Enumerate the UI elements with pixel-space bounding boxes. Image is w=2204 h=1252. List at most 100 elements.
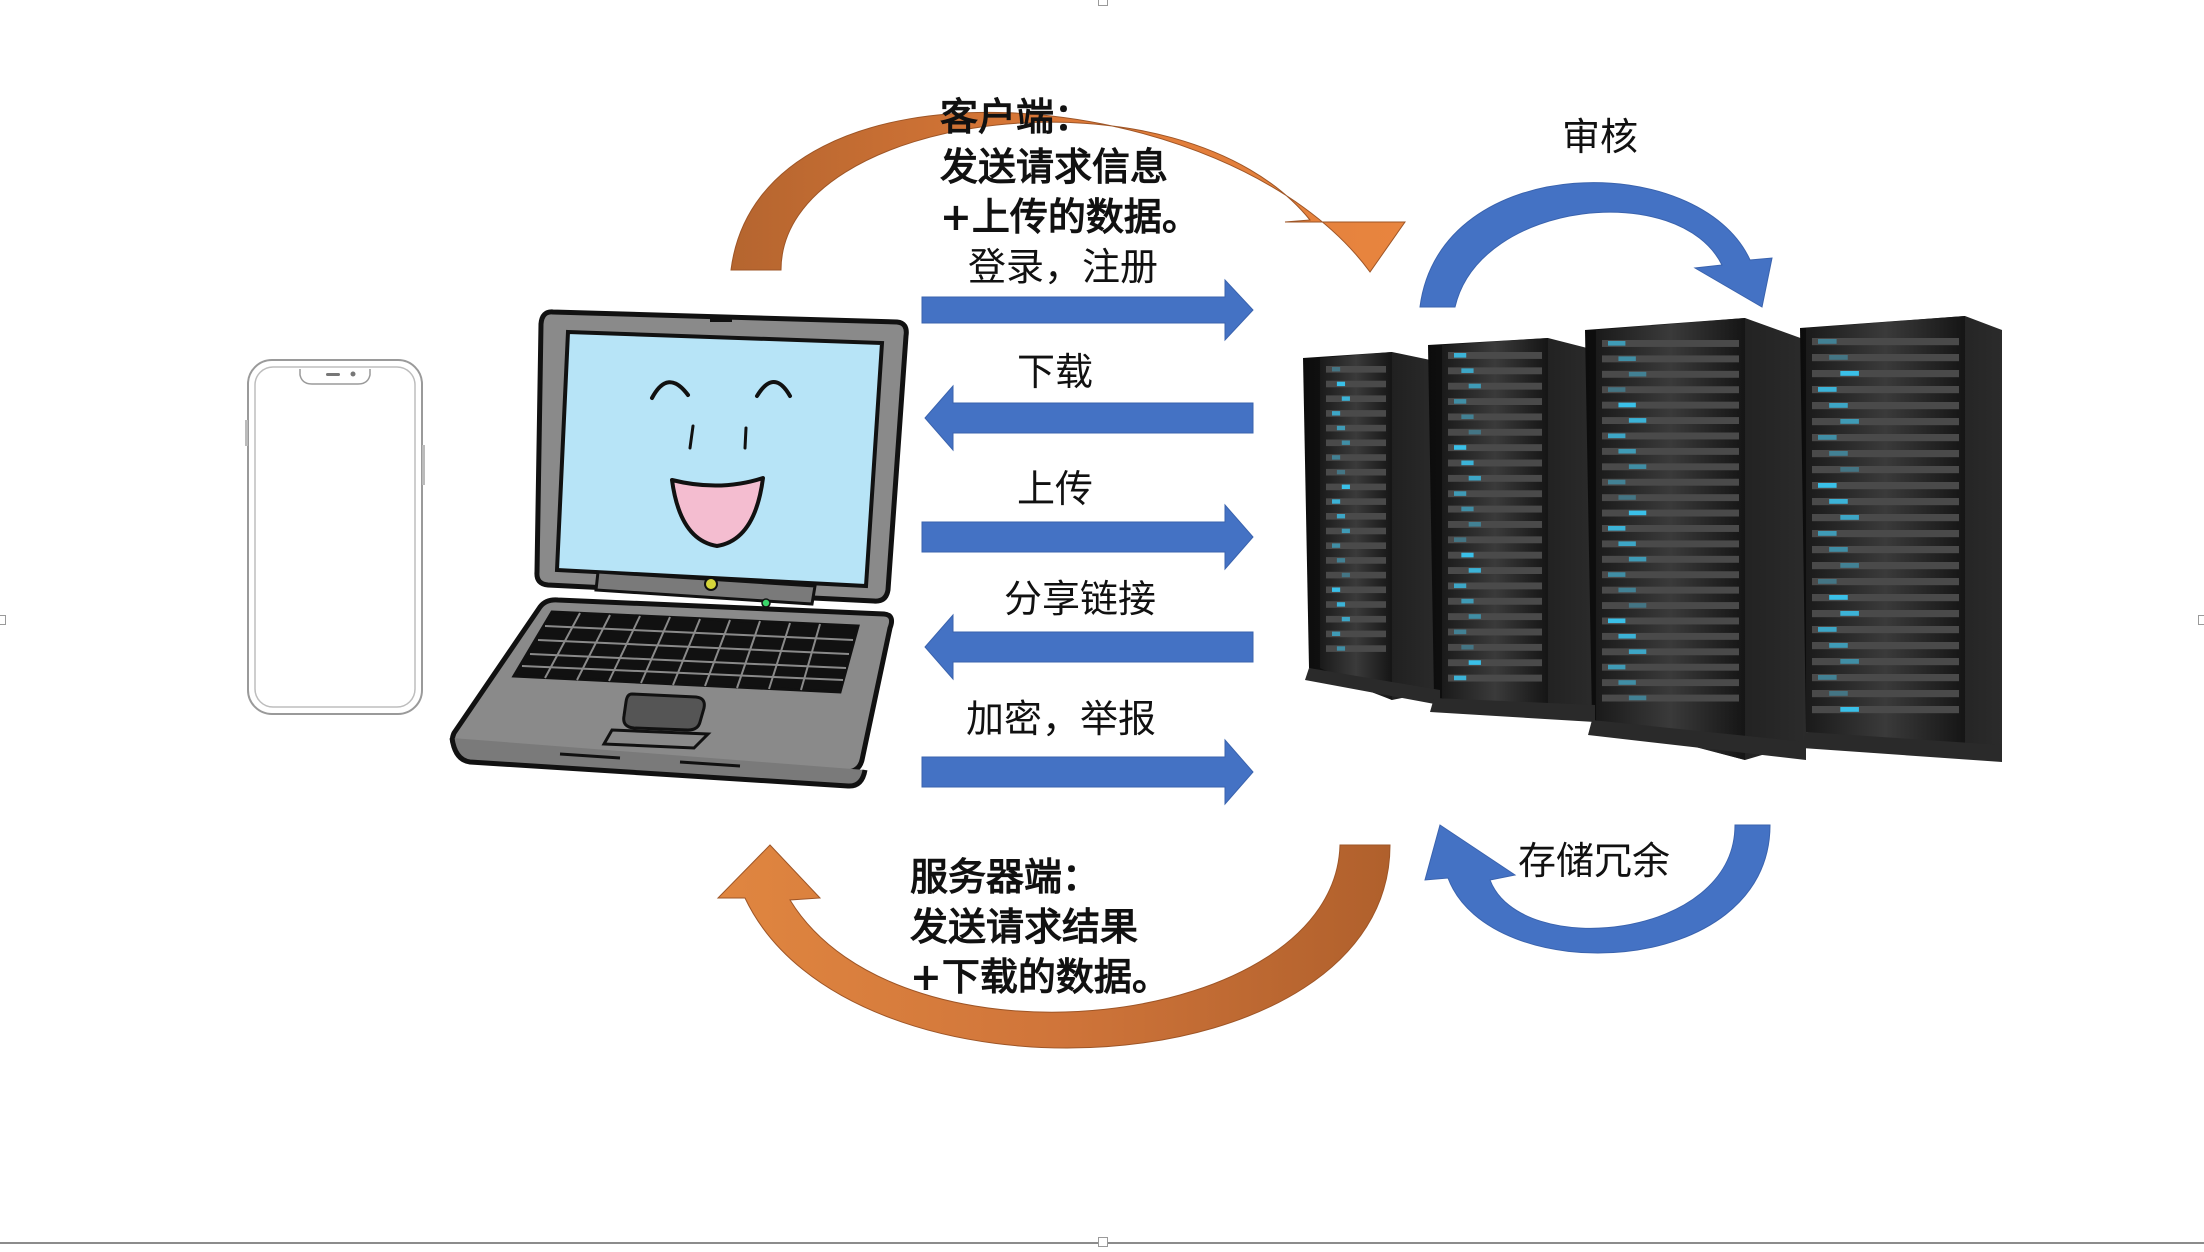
rack-led <box>1818 387 1837 392</box>
rack-led <box>1608 479 1626 485</box>
rack-slot <box>1326 571 1386 579</box>
rack-led <box>1618 587 1636 593</box>
resize-handle-top[interactable] <box>1098 0 1108 6</box>
rack-slot <box>1812 514 1959 522</box>
rack-slot <box>1326 439 1386 447</box>
rack-slot <box>1812 610 1959 618</box>
arrow-login-register-right <box>921 278 1254 342</box>
rack-led <box>1829 643 1848 648</box>
rack-led <box>1628 510 1647 516</box>
rack-slot <box>1326 424 1386 432</box>
rack-led <box>1454 399 1467 404</box>
resize-handle-bottom[interactable] <box>1098 1237 1108 1247</box>
rack-led <box>1468 568 1481 573</box>
rack-slot <box>1448 521 1542 528</box>
rack-slot <box>1812 546 1959 554</box>
rack-slot <box>1326 527 1386 535</box>
label-encrypt-report: 加密，举报 <box>966 697 1156 741</box>
rack-led <box>1454 353 1467 358</box>
rack-slot <box>1812 354 1959 362</box>
rack-slot <box>1812 642 1959 650</box>
rack-led <box>1608 433 1626 439</box>
rack-led <box>1618 495 1636 500</box>
rack-led <box>1829 355 1848 360</box>
resize-handle-left[interactable] <box>0 615 6 625</box>
resize-handle-right[interactable] <box>2198 615 2204 625</box>
rack-slot <box>1812 482 1959 490</box>
rack-slot <box>1602 694 1739 702</box>
rack-led <box>1468 522 1481 527</box>
server-note: 服务器端： 发送请求结果 +下载的数据。 <box>910 855 1170 999</box>
rack-slot <box>1602 648 1739 656</box>
rack-led <box>1341 528 1350 534</box>
rack-slot <box>1326 630 1386 638</box>
client-to-server-arc-arrow <box>730 111 1406 273</box>
rack-slot <box>1326 542 1386 550</box>
rack-led <box>1461 552 1474 558</box>
storage-redundancy-loop-arrow <box>1424 824 1771 954</box>
rack-led <box>1468 614 1481 619</box>
label-download: 下载 <box>1017 350 1093 394</box>
rack-led <box>1332 499 1341 504</box>
rack-led <box>1341 484 1350 490</box>
rack-led <box>1468 660 1481 665</box>
arrow-encrypt-report-right <box>921 738 1254 806</box>
rack-led <box>1341 396 1350 401</box>
rack-led <box>1336 558 1346 563</box>
rack-slot <box>1812 338 1959 346</box>
rack-slot <box>1448 613 1542 621</box>
rack-led <box>1840 611 1859 616</box>
rack-led <box>1618 541 1636 547</box>
rack-led <box>1829 691 1848 696</box>
rack-led <box>1336 514 1346 519</box>
rack-slot <box>1448 505 1542 513</box>
rack-led <box>1829 499 1848 504</box>
rack-slot <box>1602 586 1739 594</box>
rack-led <box>1628 695 1647 701</box>
rack-slot <box>1812 578 1959 586</box>
rack-slot <box>1602 509 1739 517</box>
rack-slot <box>1448 398 1542 406</box>
rack-slot <box>1602 663 1739 671</box>
rack-led <box>1454 583 1467 589</box>
rack-slot <box>1448 474 1542 482</box>
rack-slot <box>1812 706 1959 714</box>
rack-led <box>1829 403 1848 408</box>
rack-led <box>1454 537 1467 542</box>
laptop-icon <box>449 309 909 789</box>
rack-slot <box>1602 555 1739 563</box>
rack-led <box>1454 675 1467 681</box>
rack-led <box>1818 531 1837 536</box>
rack-led <box>1336 602 1346 607</box>
rack-slot <box>1602 478 1739 486</box>
rack-slot <box>1448 582 1542 590</box>
rack-slot <box>1448 551 1542 559</box>
review-loop-arrow <box>1419 182 1773 308</box>
rack-slot <box>1448 428 1542 436</box>
rack-led <box>1628 418 1647 423</box>
server-note-line3: +下载的数据。 <box>910 955 1170 999</box>
rack-slot <box>1326 468 1386 476</box>
rack-led <box>1341 616 1350 622</box>
rack-led <box>1618 633 1636 639</box>
rack-slot <box>1448 567 1542 575</box>
rack-led <box>1332 411 1341 416</box>
server-racks-image <box>1303 316 2002 762</box>
rack-slot <box>1602 417 1739 425</box>
rack-slot <box>1326 601 1386 608</box>
rack-slot <box>1326 557 1386 564</box>
label-redundant-storage: 存储冗余 <box>1518 839 1670 883</box>
rack-slot <box>1602 571 1739 579</box>
rack-slot <box>1602 432 1739 440</box>
rack-slot <box>1812 418 1959 426</box>
rack-slot <box>1326 454 1386 461</box>
rack-led <box>1829 547 1848 552</box>
rack-led <box>1336 381 1346 387</box>
rack-led <box>1840 659 1859 664</box>
rack-slot <box>1812 626 1959 634</box>
rack-slot <box>1812 466 1959 474</box>
rack-slot <box>1448 659 1542 667</box>
server-note-line2: 发送请求结果 <box>910 905 1138 949</box>
rack-led <box>1454 629 1467 635</box>
